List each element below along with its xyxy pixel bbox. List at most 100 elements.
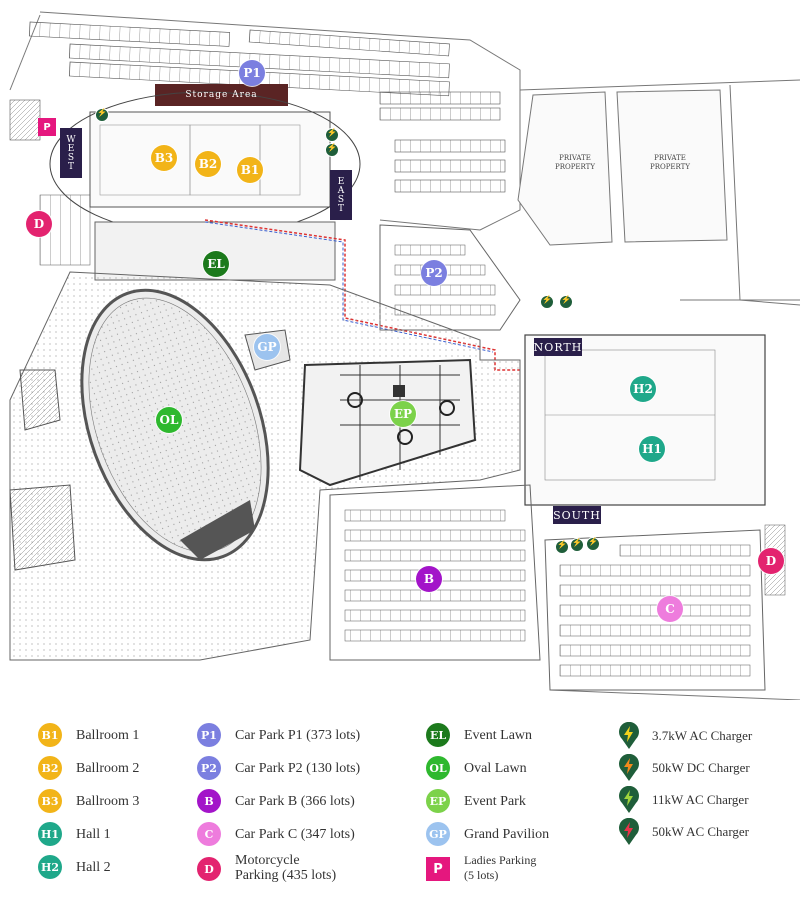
legend-item-gp: GP Grand Pavilion <box>426 822 549 846</box>
private-property-label: PRIVATE PROPERTY <box>650 154 690 171</box>
marker-c[interactable]: C <box>657 596 683 622</box>
legend-label: Car Park P2 (130 lots) <box>235 760 361 776</box>
east-entrance-label: EAST <box>330 170 352 220</box>
legend-label: 3.7kW AC Charger <box>652 728 753 743</box>
legend-badge: B3 <box>38 789 62 813</box>
legend-label: Event Park <box>464 793 526 809</box>
legend-item-b2: B2 Ballroom 2 <box>38 756 139 780</box>
legend-badge: B1 <box>38 723 62 747</box>
ev-charger-icon[interactable] <box>586 537 600 551</box>
marker-el[interactable]: EL <box>203 251 229 277</box>
legend-label: 11kW AC Charger <box>652 792 749 807</box>
legend-item-h1: H1 Hall 1 <box>38 822 111 846</box>
marker-b2[interactable]: B2 <box>195 151 221 177</box>
map-base-drawing <box>9 11 801 701</box>
legend-badge: P1 <box>197 723 221 747</box>
venue-map[interactable]: Storage Area WEST EAST NORTH SOUTH PRIVA… <box>0 0 801 701</box>
marker-d-west[interactable]: D <box>26 211 52 237</box>
legend-item-ep: EP Event Park <box>426 789 526 813</box>
legend-item-ol: OL Oval Lawn <box>426 756 527 780</box>
legend-item-p2: P2 Car Park P2 (130 lots) <box>197 756 360 780</box>
ladies-parking-icon: P <box>426 857 450 881</box>
marker-h1[interactable]: H1 <box>639 436 665 462</box>
private-property-label: PRIVATE PROPERTY <box>555 154 595 171</box>
legend-label: 50kW DC Charger <box>652 760 750 775</box>
legend-badge: EL <box>426 723 450 747</box>
legend-item-p1: P1 Car Park P1 (373 lots) <box>197 723 360 747</box>
legend-item-c: C Car Park C (347 lots) <box>197 822 355 846</box>
legend-label: Motorcycle Parking (435 lots) <box>235 853 337 883</box>
legend-label: Hall 1 <box>76 826 111 842</box>
legend-item-charger-50kw-ac: 50kW AC Charger <box>618 818 749 846</box>
storage-area-block <box>155 84 288 106</box>
legend-label: Oval Lawn <box>464 760 527 776</box>
marker-ol[interactable]: OL <box>156 407 182 433</box>
marker-p2-code: P2 <box>425 266 443 280</box>
legend-label: Grand Pavilion <box>464 826 550 842</box>
ev-charger-icon[interactable] <box>570 538 584 552</box>
legend-item-charger-50kw-dc: 50kW DC Charger <box>618 754 750 782</box>
ev-charger-icon[interactable] <box>555 540 569 554</box>
ev-charger-icon[interactable] <box>559 295 573 309</box>
legend-label: Car Park P1 (373 lots) <box>235 727 361 743</box>
legend-label: Event Lawn <box>464 727 533 743</box>
legend-label: Ballroom 1 <box>76 727 140 743</box>
marker-b3-code: B3 <box>154 151 174 165</box>
legend-label: 50kW AC Charger <box>652 824 750 839</box>
ev-charger-icon[interactable] <box>95 108 109 122</box>
legend-badge: H2 <box>38 855 62 879</box>
marker-h2-code: H2 <box>633 382 653 396</box>
marker-d-west-code: D <box>33 217 45 231</box>
legend-item-charger-11kw-ac: 11kW AC Charger <box>618 786 749 814</box>
ev-charger-50kw-dc-icon <box>618 754 640 782</box>
marker-b[interactable]: B <box>416 566 442 592</box>
ev-charger-icon[interactable] <box>540 295 554 309</box>
legend-badge: B <box>197 789 221 813</box>
legend-label: Ballroom 3 <box>76 793 140 809</box>
marker-d-east-code: D <box>765 554 777 568</box>
legend-badge: P2 <box>197 756 221 780</box>
marker-c-code: C <box>665 602 675 616</box>
south-entrance-label: SOUTH <box>553 506 601 524</box>
marker-h2[interactable]: H2 <box>630 376 656 402</box>
marker-h1-code: H1 <box>642 442 662 456</box>
legend-item-b1: B1 Ballroom 1 <box>38 723 139 747</box>
marker-p1-code: P1 <box>243 66 261 80</box>
ladies-parking-icon[interactable]: P <box>38 118 56 136</box>
ladies-parking-icon-letter: P <box>43 121 51 133</box>
west-entrance-label: WEST <box>60 128 82 178</box>
marker-ep[interactable]: EP <box>390 401 416 427</box>
marker-p2[interactable]: P2 <box>421 260 447 286</box>
marker-b-code: B <box>423 572 435 586</box>
legend-label: Ladies Parking (5 lots) <box>464 853 537 882</box>
marker-ol-code: OL <box>159 413 179 427</box>
legend-badge: OL <box>426 756 450 780</box>
legend-badge: GP <box>426 822 450 846</box>
marker-b1[interactable]: B1 <box>237 157 263 183</box>
ev-charger-icon[interactable] <box>325 128 339 142</box>
ev-charger-11kw-ac-icon <box>618 786 640 814</box>
legend-badge: B2 <box>38 756 62 780</box>
marker-p1[interactable]: P1 <box>239 60 265 86</box>
ev-charger-3-7kw-ac-icon <box>618 722 640 750</box>
legend-item-ladies-parking: P Ladies Parking (5 lots) <box>426 853 537 883</box>
legend-item-h2: H2 Hall 2 <box>38 855 111 879</box>
legend-label: Car Park B (366 lots) <box>235 793 355 809</box>
legend-badge: C <box>197 822 221 846</box>
legend-label: Hall 2 <box>76 859 111 875</box>
legend-badge: EP <box>426 789 450 813</box>
ev-charger-50kw-ac-icon <box>618 818 640 846</box>
legend-item-b3: B3 Ballroom 3 <box>38 789 139 813</box>
north-entrance-label: NORTH <box>534 338 582 356</box>
legend-badge: D <box>197 857 221 881</box>
marker-gp-code: GP <box>257 340 277 354</box>
legend-item-d: D Motorcycle Parking (435 lots) <box>197 853 337 883</box>
marker-b2-code: B2 <box>198 157 218 171</box>
ev-charger-icon[interactable] <box>325 143 339 157</box>
marker-b3[interactable]: B3 <box>151 145 177 171</box>
legend-item-el: EL Event Lawn <box>426 723 532 747</box>
marker-gp[interactable]: GP <box>254 334 280 360</box>
marker-d-east[interactable]: D <box>758 548 784 574</box>
marker-el-code: EL <box>207 257 225 271</box>
